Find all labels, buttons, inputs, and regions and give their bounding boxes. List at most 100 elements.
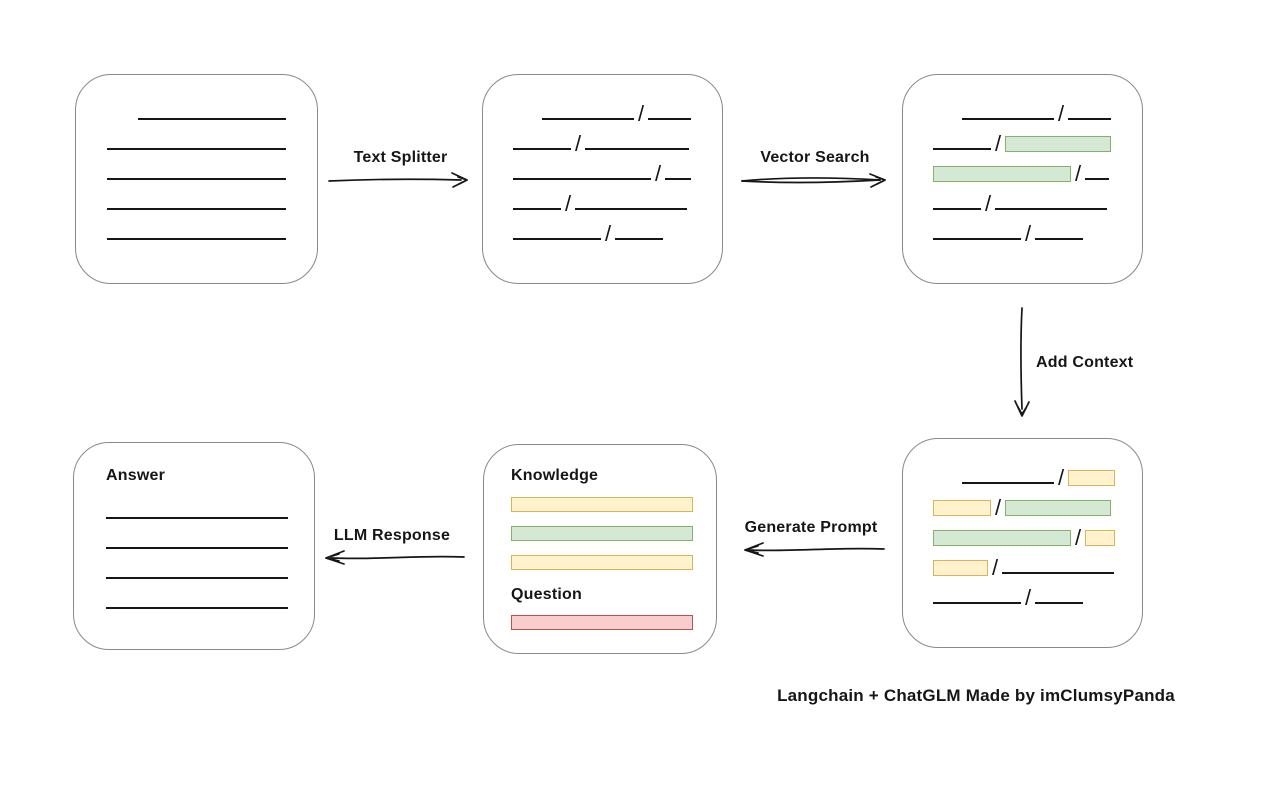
yellow-highlight-chunk	[933, 500, 991, 516]
green-highlight-chunk	[933, 166, 1071, 182]
text-line	[106, 577, 288, 579]
slash-separator: /	[565, 191, 572, 216]
vector-search-label: Vector Search	[760, 149, 870, 166]
slash-separator: /	[985, 191, 992, 216]
text-line	[107, 178, 286, 180]
text-line	[1035, 602, 1084, 604]
yellow-highlight-chunk	[1068, 470, 1116, 486]
prompt-node: Knowledge Question	[483, 444, 717, 654]
slash-separator: /	[1075, 161, 1082, 186]
add-context-label: Add Context	[1036, 354, 1134, 371]
llm-response-arrow	[318, 547, 466, 569]
text-line	[106, 607, 288, 609]
yellow-highlight-chunk	[933, 560, 988, 576]
context-chunks-node: / / / / /	[902, 438, 1143, 648]
text-line	[107, 238, 286, 240]
slash-separator: /	[992, 555, 999, 580]
text-line	[933, 208, 981, 210]
text-row	[107, 133, 317, 152]
text-line	[513, 238, 601, 240]
prompt-content: Knowledge Question	[484, 445, 716, 630]
green-highlight-chunk	[1005, 136, 1112, 152]
slash-separator: /	[638, 101, 645, 126]
text-row	[107, 163, 317, 182]
add-context-arrow	[1010, 306, 1034, 424]
text-line	[962, 482, 1054, 484]
answer-lines	[106, 517, 314, 609]
yellow-highlight-chunk	[511, 497, 693, 512]
text-row: /	[933, 527, 1142, 549]
text-row	[511, 526, 716, 541]
text-line	[995, 208, 1108, 210]
text-row: /	[513, 161, 722, 186]
text-row: /	[513, 101, 722, 126]
text-row: /	[513, 131, 722, 156]
arrow-right-icon	[741, 173, 886, 188]
green-highlight-chunk	[933, 530, 1071, 546]
text-line	[933, 238, 1021, 240]
text-line	[138, 118, 286, 120]
slash-separator: /	[655, 161, 662, 186]
question-bars	[511, 615, 716, 630]
split-text-node: / / / / /	[482, 74, 723, 284]
slash-separator: /	[575, 131, 582, 156]
text-line	[1002, 572, 1115, 574]
arrow-left-icon	[325, 550, 465, 565]
text-row: /	[933, 465, 1142, 490]
text-line	[107, 148, 286, 150]
text-row: /	[933, 495, 1142, 520]
text-row: /	[513, 223, 722, 245]
text-row: /	[933, 555, 1142, 580]
question-label: Question	[511, 586, 582, 603]
arrow-down-icon	[1014, 307, 1030, 417]
vector-search-arrow	[740, 168, 892, 192]
answer-node: Answer	[73, 442, 315, 650]
text-row	[106, 517, 314, 519]
document-node	[75, 74, 318, 284]
text-row	[511, 555, 716, 570]
text-line	[665, 178, 692, 180]
context-chunks-lines: / / / / /	[903, 439, 1142, 610]
text-row: /	[933, 161, 1142, 186]
slash-separator: /	[1058, 101, 1065, 126]
slash-separator: /	[1025, 221, 1032, 246]
generate-prompt-label: Generate Prompt	[744, 519, 878, 536]
text-line	[575, 208, 688, 210]
vector-results-lines: / / / / /	[903, 75, 1142, 246]
text-line	[542, 118, 634, 120]
text-line	[513, 208, 561, 210]
text-row	[511, 615, 716, 630]
slash-separator: /	[995, 131, 1002, 156]
text-line	[1068, 118, 1112, 120]
llm-response-label: LLM Response	[333, 527, 451, 544]
text-row	[107, 223, 317, 242]
text-splitter-arrow	[328, 168, 473, 192]
text-line	[106, 517, 288, 519]
answer-label: Answer	[106, 467, 165, 484]
text-row: /	[933, 585, 1142, 610]
text-row	[107, 193, 317, 212]
slash-separator: /	[1025, 585, 1032, 610]
slash-separator: /	[1058, 465, 1065, 490]
text-line	[933, 602, 1021, 604]
yellow-highlight-chunk	[511, 555, 693, 570]
text-line	[648, 118, 692, 120]
text-row: /	[933, 191, 1142, 216]
text-line	[107, 208, 286, 210]
text-row	[106, 547, 314, 549]
text-row: /	[933, 221, 1142, 246]
arrow-right-icon	[328, 172, 468, 188]
vector-results-node: / / / / /	[902, 74, 1143, 284]
text-line	[513, 178, 651, 180]
knowledge-bars	[511, 497, 716, 570]
text-line	[106, 547, 288, 549]
answer-content: Answer	[74, 443, 314, 609]
green-highlight-chunk	[511, 526, 693, 541]
arrow-left-icon	[744, 542, 885, 557]
text-splitter-label: Text Splitter	[353, 149, 448, 166]
slash-separator: /	[995, 495, 1002, 520]
generate-prompt-arrow	[736, 538, 886, 562]
text-line	[615, 238, 664, 240]
text-row: /	[933, 131, 1142, 156]
